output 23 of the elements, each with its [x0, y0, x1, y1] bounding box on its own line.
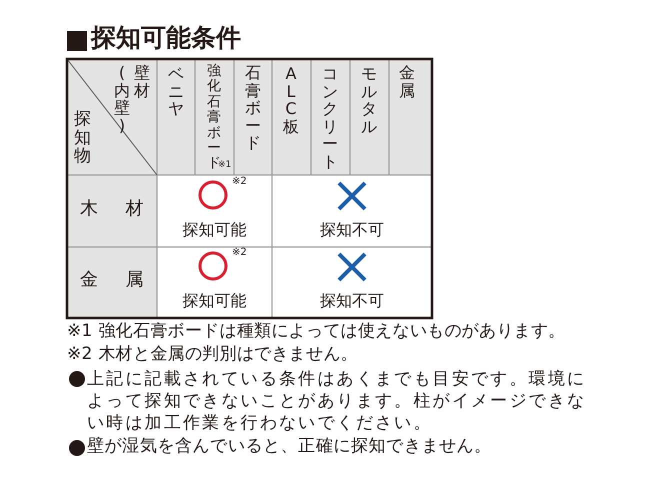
cell-text: 探知可能: [182, 221, 248, 240]
row-header: 金 属: [80, 270, 146, 291]
row-header: 木 材: [80, 199, 146, 220]
footnote: ※2 木材と金属の判別はできません。: [67, 345, 358, 365]
column-header: 壁材: [134, 64, 150, 100]
column-header: 石膏ボード: [245, 64, 261, 152]
column-header: ALC板: [283, 65, 299, 136]
column-header: ベニヤ: [168, 65, 184, 118]
footnote-mark: ※2: [232, 247, 247, 258]
footnote: ※1 強化石膏ボードは種類によっては使えないものがあります。: [67, 322, 566, 342]
cell-text: 探知不可: [319, 221, 385, 240]
column-header: 金属: [399, 64, 415, 100]
column-header: コンクリート: [322, 65, 338, 171]
row-header: 探知物: [74, 110, 91, 166]
footnote-mark: ※2: [232, 176, 247, 188]
cell-text: 探知不可: [319, 292, 385, 310]
title: 探知可能条件: [91, 24, 241, 53]
footnote-mark: ※1: [218, 160, 232, 170]
cell-text: 探知可能: [182, 292, 248, 310]
column-header: モルタル: [361, 65, 377, 136]
column-header: 強化石膏ボード: [207, 64, 221, 172]
note: 上記に記載されている条件はあくまでも目安です。環境によって探知できないことがあります。柱がイメージできない時は加工作業を行わないでください。: [87, 368, 587, 434]
note: 壁が湿気を含んでいると、正確に探知できません。: [87, 437, 492, 457]
